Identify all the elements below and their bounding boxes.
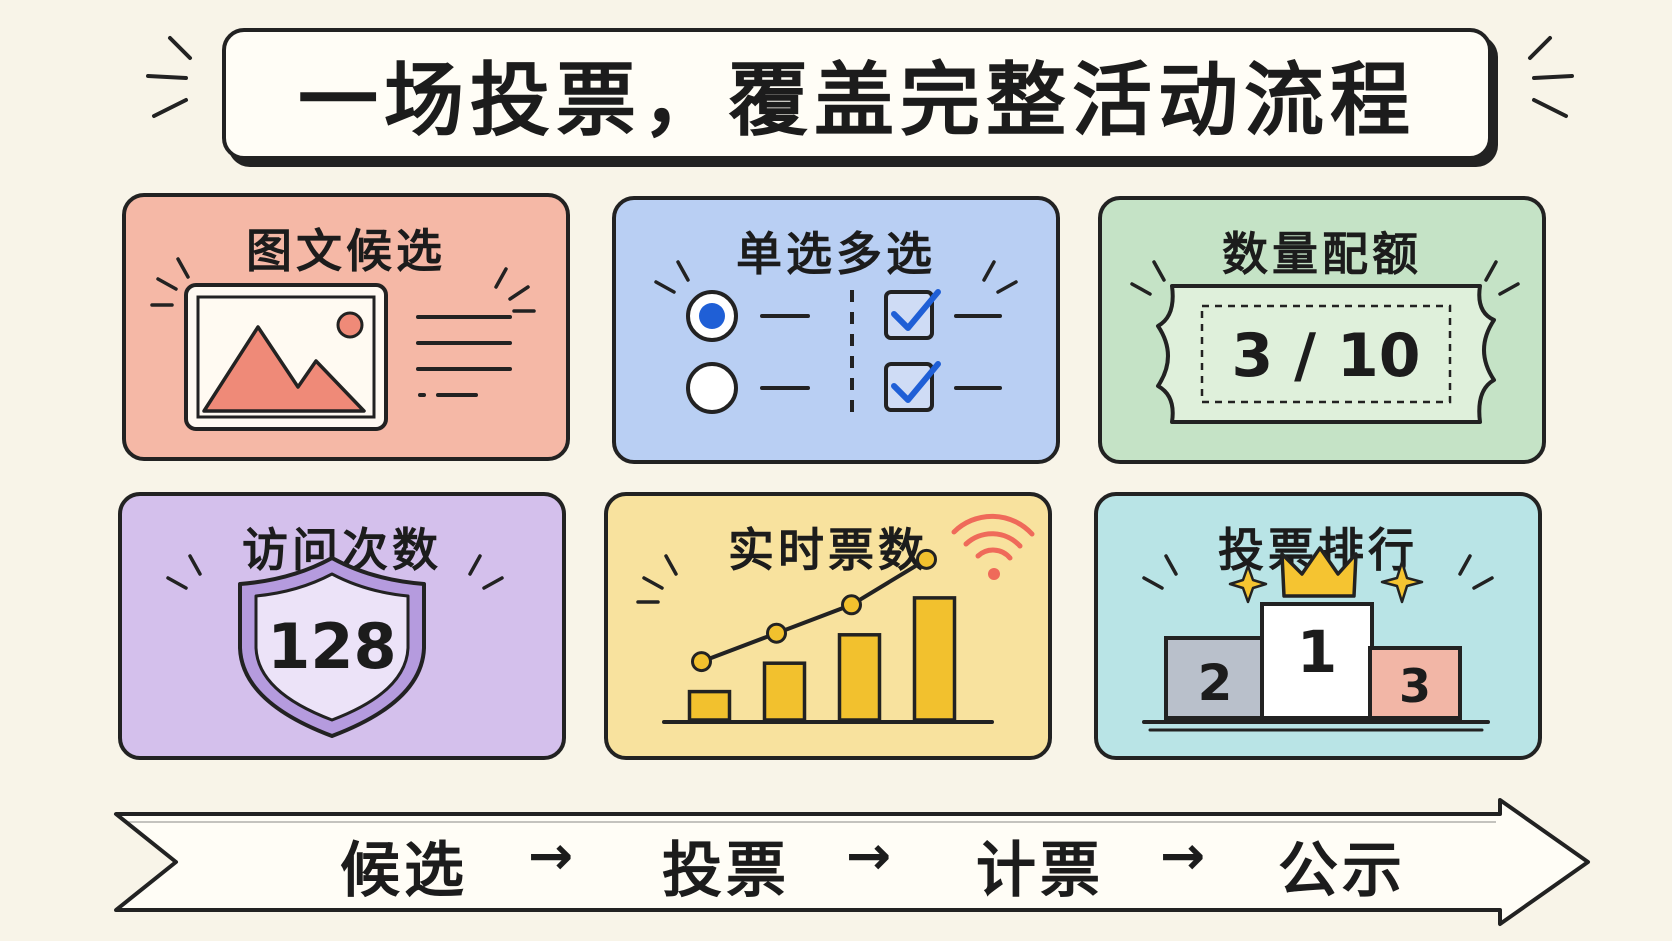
- flow-step-count: 计票: [976, 836, 1104, 906]
- burst-icon: [1130, 260, 1520, 296]
- card-realtime: 实时票数: [604, 492, 1052, 760]
- trend-point: [766, 622, 787, 644]
- podium-third: [1368, 646, 1462, 720]
- burst-icon: [150, 257, 536, 313]
- text-lines-icon: [416, 315, 512, 397]
- picture-icon: [184, 283, 388, 431]
- flow-step-publish: 公示: [1278, 836, 1406, 906]
- card-title-image-text: 图文候选: [246, 224, 446, 278]
- shield-icon: [238, 556, 426, 738]
- page-title: 一场投票，覆盖完整活动流程: [298, 54, 1416, 147]
- crown-icon: [1280, 546, 1358, 598]
- podium-second: [1164, 636, 1266, 720]
- title-burst-left-icon: [146, 36, 192, 118]
- checkbox-checked-icon: [884, 361, 1002, 412]
- radio-selected-icon: [686, 290, 810, 342]
- title-burst-right-icon: [1528, 36, 1574, 118]
- burst-icon: [1142, 554, 1494, 590]
- card-title-single-multi: 单选多选: [736, 227, 936, 281]
- rank-second-label: 2: [1198, 654, 1233, 712]
- flow-arrow-1: →: [528, 824, 574, 887]
- sparkle-icon: [1228, 560, 1424, 604]
- rank-first-label: 1: [1297, 618, 1337, 686]
- chart-bar: [837, 633, 882, 722]
- radio-unselected-icon: [686, 362, 810, 414]
- burst-icon: [166, 554, 504, 590]
- title-box: 一场投票，覆盖完整活动流程: [222, 28, 1492, 160]
- flow-step-vote: 投票: [662, 836, 790, 906]
- chart-bar: [762, 661, 807, 722]
- chart-bar: [687, 689, 732, 722]
- flow-arrow-2: →: [846, 824, 892, 887]
- burst-icon: [654, 260, 1018, 294]
- trend-point: [841, 594, 862, 616]
- visits-value: 128: [267, 610, 396, 683]
- flow-step-candidate: 候选: [340, 836, 468, 906]
- card-single-multi: 单选多选: [612, 196, 1060, 464]
- trend-point: [691, 651, 712, 673]
- rank-third-label: 3: [1399, 659, 1431, 713]
- card-ranking: 投票排行 2 1 3: [1094, 492, 1542, 760]
- flow-arrow-3: →: [1160, 824, 1206, 887]
- checkbox-checked-icon: [884, 289, 1002, 340]
- signal-icon: [951, 513, 1035, 580]
- card-quota: 数量配额 3 / 10: [1098, 196, 1546, 464]
- card-title-realtime: 实时票数: [728, 523, 928, 577]
- ticket-icon: [1156, 284, 1496, 424]
- quota-value: 3 / 10: [1232, 321, 1421, 391]
- card-image-text: 图文候选: [122, 193, 570, 461]
- burst-icon: [636, 554, 678, 604]
- card-title-quota: 数量配额: [1222, 227, 1422, 281]
- chart-bar: [912, 596, 957, 722]
- card-visits: 访问次数 128: [118, 492, 566, 760]
- trend-point: [916, 548, 937, 570]
- trend-line: [699, 557, 929, 664]
- podium-first: [1260, 602, 1374, 720]
